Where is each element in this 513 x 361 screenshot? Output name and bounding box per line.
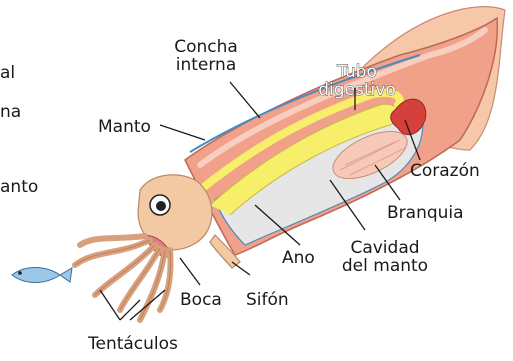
cropped-left-text-2: na	[0, 103, 21, 121]
label-boca: Boca	[180, 291, 222, 309]
label-ano: Ano	[282, 249, 315, 267]
cropped-left-text-3: anto	[0, 178, 38, 196]
label-tubo-digestivo: Tubo digestivo	[312, 63, 402, 99]
label-sifon: Sifón	[246, 291, 289, 309]
label-corazon: Corazón	[410, 162, 480, 180]
cropped-left-text-1: al	[0, 64, 15, 82]
label-cavidad-del-manto: Cavidad del manto	[341, 239, 429, 275]
label-branquia: Branquia	[387, 204, 464, 222]
label-concha-interna: Concha interna	[168, 38, 244, 74]
fish	[12, 268, 72, 283]
label-tentaculos: Tentáculos	[88, 335, 178, 353]
label-manto: Manto	[98, 118, 151, 136]
